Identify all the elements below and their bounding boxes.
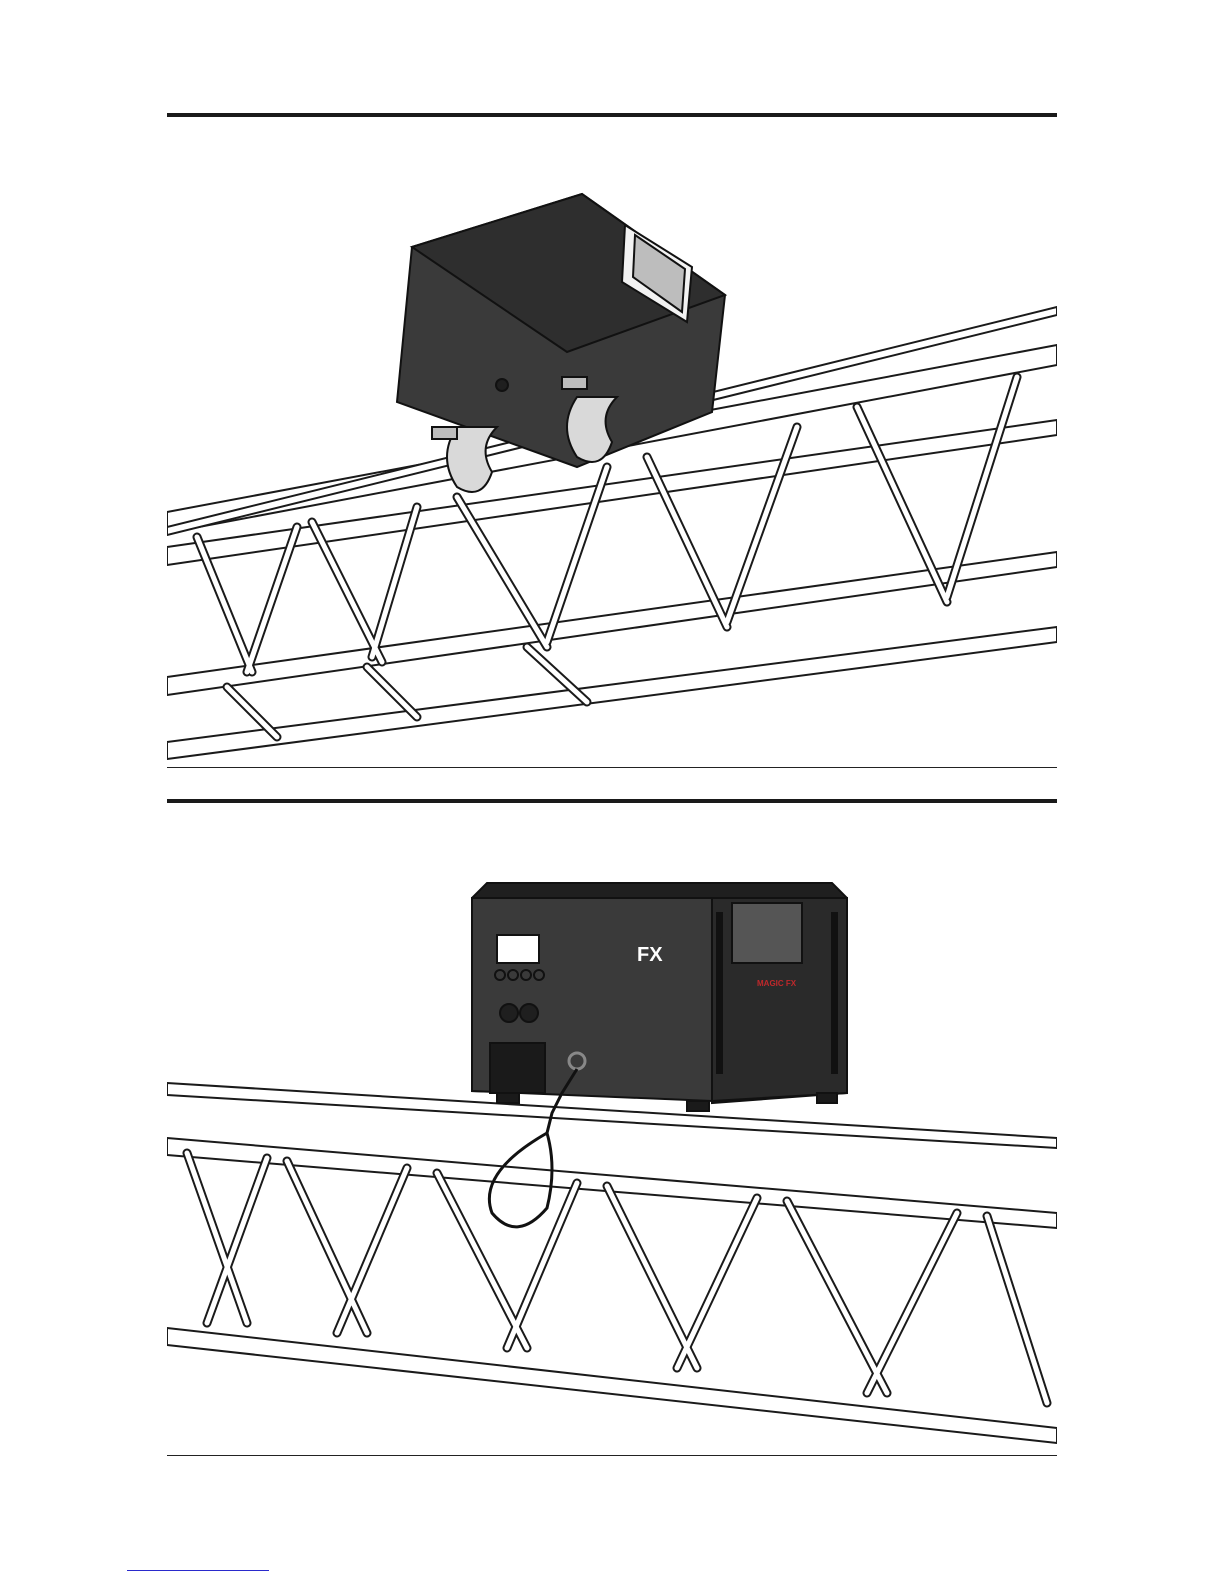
fixture-fx-logo: FX — [637, 944, 663, 966]
bottom-figure-rule-bottom — [167, 1455, 1057, 1456]
top-figure-rule-bottom — [167, 767, 1057, 768]
fixture-brand-logo: MAGIC FX — [757, 979, 797, 988]
top-figure-fixture-on-truss — [167, 117, 1057, 767]
footer-link-underline[interactable] — [127, 1570, 269, 1571]
bottom-figure-fixture-with-safety-cable: FX MAGIC FX — [167, 803, 1057, 1455]
